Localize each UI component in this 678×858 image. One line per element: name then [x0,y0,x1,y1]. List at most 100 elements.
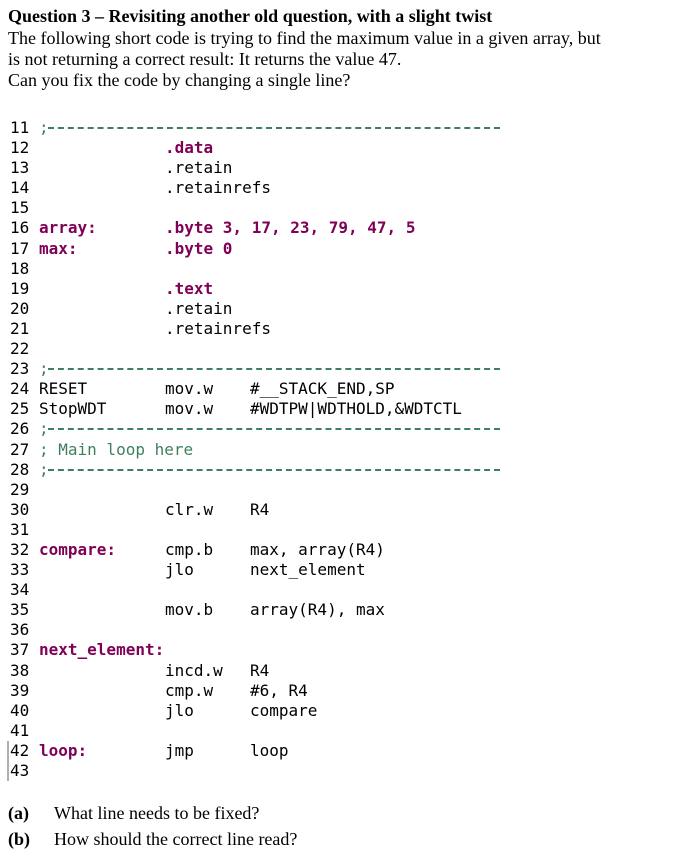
code-label: next_element: [39,640,165,660]
line-number: 39 [10,680,30,700]
code-line: 32 compare: cmp.b max, array(R4) [10,540,510,560]
line-number: 37 [10,640,30,660]
line-number: 23 [10,359,30,379]
line-number: 24 [10,379,30,399]
code-line: 39 cmp.w #6, R4 [10,681,510,701]
code-line: 26; [10,419,510,439]
question-line-2: is not returning a correct result: It re… [8,49,402,69]
code-instruction: .retainrefs [165,178,271,198]
line-number: 17 [10,238,30,258]
line-number: 32 [10,539,30,559]
code-line: 22 [10,339,510,359]
separator-dashes [48,127,500,129]
code-operands: max, array(R4) [250,539,385,559]
part-b-label: (b) [8,829,30,849]
code-instruction: .retain [165,158,233,178]
code-label: StopWDT [39,399,107,419]
code-instruction: mov.w [165,379,214,399]
code-instruction: mov.w [165,399,214,419]
code-line: 17 max: .byte 0 [10,239,510,259]
code-operands: #__STACK_END,SP [250,379,395,399]
code-directive: .byte 0 [165,238,233,258]
code-instruction: cmp.b [165,539,214,559]
separator-comment: ; [39,359,49,379]
code-instruction: incd.w [165,660,223,680]
code-operands: loop [250,740,289,760]
line-number: 41 [10,720,30,740]
code-instruction: cmp.w [165,680,214,700]
code-comment: ; Main loop here [39,439,194,459]
code-line: 37 next_element: [10,640,510,660]
code-line: 34 [10,580,510,600]
line-number: 20 [10,298,30,318]
code-line: 18 [10,259,510,279]
code-line: 24 RESET mov.w #__STACK_END,SP [10,379,510,399]
code-operands: next_element [250,560,366,580]
code-operands: #6, R4 [250,680,308,700]
code-line: 28; [10,460,510,480]
code-label: RESET [39,379,88,399]
line-number: 22 [10,339,30,359]
separator-dashes [48,368,500,371]
part-b: (b)How should the correct line read? [8,826,668,852]
line-number: 14 [10,178,30,198]
code-line: 15 [10,198,510,218]
line-number: 28 [10,459,30,479]
code-instruction: jmp [165,740,194,760]
code-operands: compare [250,700,318,720]
code-line: 25 StopWDT mov.w #WDTPW|WDTHOLD,&WDTCTL [10,399,510,419]
line-number: 30 [10,499,30,519]
code-directive: .data [165,138,214,158]
line-number: 15 [10,198,30,218]
line-number: 19 [10,278,30,298]
part-a-text: What line needs to be fixed? [54,803,260,823]
question-header: Question 3 – Revisiting another old ques… [8,4,672,91]
line-number: 27 [10,439,30,459]
line-number: 26 [10,419,30,439]
question-title: Question 3 – Revisiting another old ques… [8,6,493,26]
code-operands: R4 [250,499,270,519]
code-instruction: .retainrefs [165,318,271,338]
line-number: 40 [10,700,30,720]
code-directive: .byte 3, 17, 23, 79, 47, 5 [165,218,416,238]
line-number: 34 [10,580,30,600]
code-line: 29 [10,480,510,500]
line-number: 38 [10,660,30,680]
line-number: 43 [10,761,30,780]
code-label: max: [39,238,78,258]
code-label: loop: [39,740,88,760]
separator-dashes [48,468,500,471]
code-operands: R4 [250,660,270,680]
line-number: 21 [10,318,30,338]
code-line: 11; [10,118,510,138]
line-number: 36 [10,620,30,640]
code-line: 21 .retainrefs [10,319,510,339]
part-a: (a)What line needs to be fixed? [8,800,668,826]
question-parts: (a)What line needs to be fixed? (b)How s… [8,800,668,852]
separator-comment: ; [39,118,49,137]
code-operands: #WDTPW|WDTHOLD,&WDTCTL [250,399,462,419]
line-number: 33 [10,560,30,580]
code-label: array: [39,218,97,238]
code-line: 38 incd.w R4 [10,661,510,681]
code-instruction: jlo [165,560,194,580]
code-line: 20 .retain [10,299,510,319]
code-directive: .text [165,278,214,298]
code-line: 33 jlo next_element [10,560,510,580]
line-number: 13 [10,158,30,178]
line-number: 25 [10,399,30,419]
separator-comment: ; [39,459,49,479]
question-line-3: Can you fix the code by changing a singl… [8,70,351,90]
code-line: 19 .text [10,279,510,299]
code-instruction: .retain [165,298,233,318]
separator-dashes [48,428,500,431]
code-line: 30 clr.w R4 [10,500,510,520]
code-instruction: clr.w [165,499,214,519]
separator-comment: ; [39,419,49,439]
line-number: 11 [10,118,30,137]
code-label: compare: [39,539,117,559]
